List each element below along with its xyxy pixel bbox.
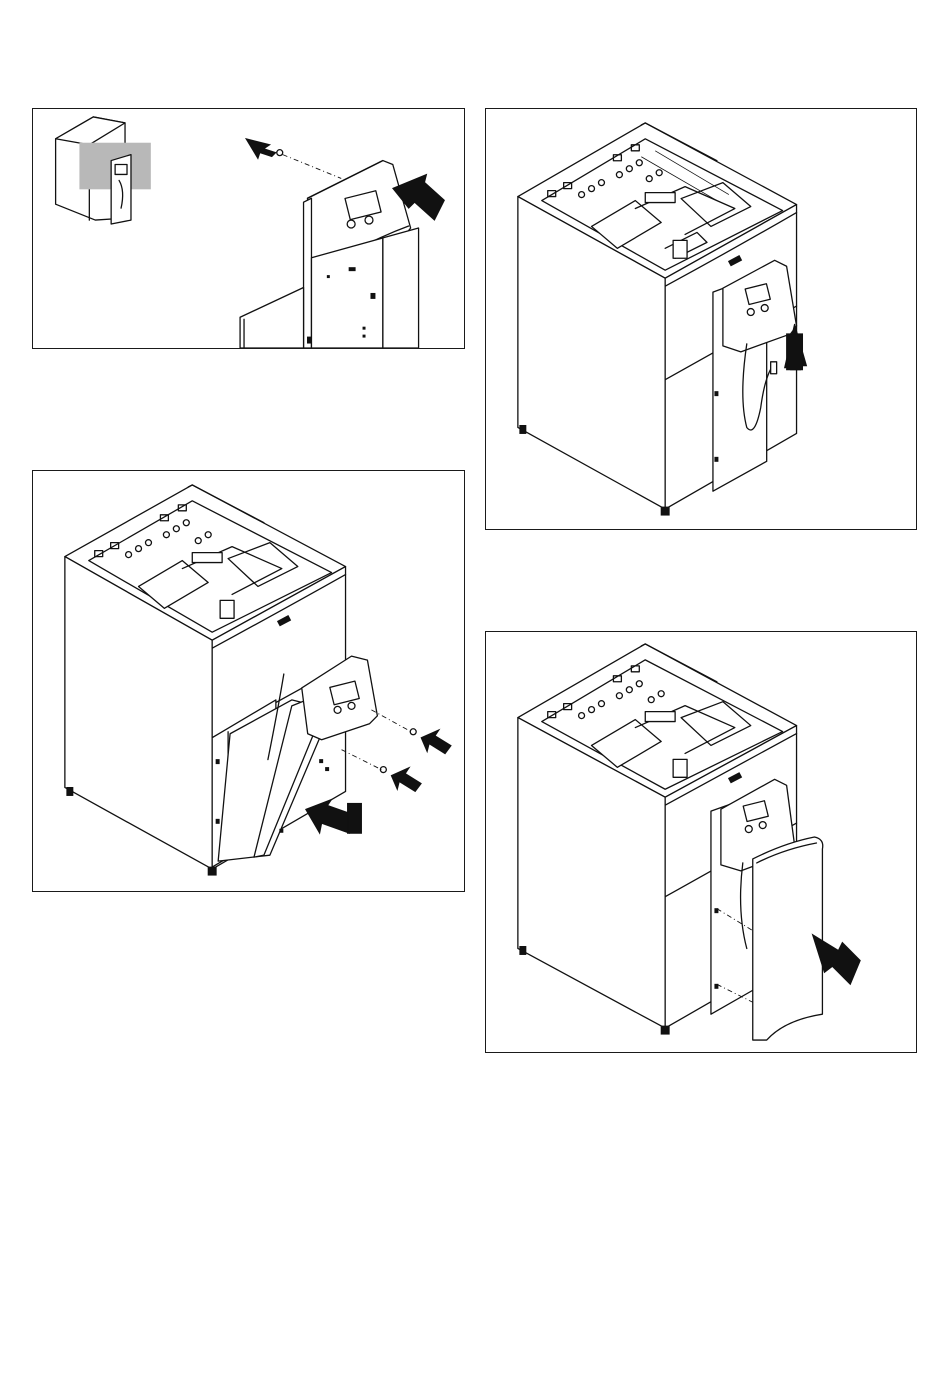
boiler-unit-icon [65, 485, 346, 875]
front-cover-icon [753, 837, 823, 1040]
location-thumbnail-icon [56, 117, 151, 224]
figure-illustration [33, 471, 464, 891]
figure-panel-3 [32, 470, 465, 892]
screw-icon [246, 139, 341, 179]
figure-illustration [33, 109, 464, 348]
figure-panel-2 [485, 108, 917, 530]
figure-illustration [486, 632, 916, 1052]
door-panel-icon [240, 288, 303, 348]
figure-illustration [486, 109, 916, 529]
figure-panel-1 [32, 108, 465, 349]
figure-panel-4 [485, 631, 917, 1053]
